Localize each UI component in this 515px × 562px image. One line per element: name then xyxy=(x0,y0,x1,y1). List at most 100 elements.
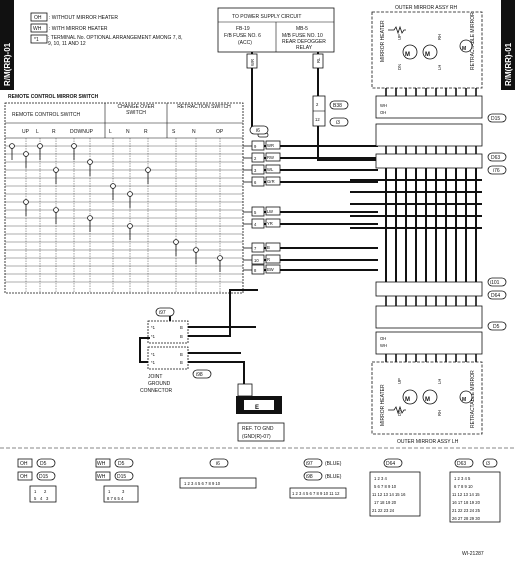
mirror-lh-title: OUTER MIRROR ASSY LH xyxy=(397,439,459,445)
switch-contact xyxy=(127,191,133,197)
switch-contact xyxy=(9,143,15,149)
switch-contact xyxy=(53,167,59,173)
cv-label-d63: D63 xyxy=(457,461,466,467)
wire-color-label: GrR xyxy=(267,179,275,184)
mirror-rh-title: OUTER MIRROR ASSY RH xyxy=(395,5,458,11)
svg-text:5: 5 xyxy=(34,496,37,501)
switch-col-header: UP xyxy=(86,129,94,135)
joint-ground: i97 *1 *1 *1 *1 B B B B JOINT GROUND CON… xyxy=(139,289,285,442)
switch-pin-number: 4 xyxy=(254,222,257,227)
ref-gnd-line2: (GND(R)-07) xyxy=(242,434,271,440)
wire-color-label: BW xyxy=(267,267,274,272)
legend-text-star: : TERMINAL No. OPTIONAL ARRANGEMENT AMON… xyxy=(48,35,183,47)
jg-wire-1: B xyxy=(180,325,183,330)
svg-text:21 22 23 24 25: 21 22 23 24 25 xyxy=(452,508,481,513)
i6-label: i6 xyxy=(256,128,260,134)
fuse-b-head: MB-5 xyxy=(296,26,308,32)
wire-color-box xyxy=(265,176,281,186)
cv-label-d64: D64 xyxy=(386,461,395,467)
switch-col-header: DOWN xyxy=(70,129,86,135)
svg-text:RL: RL xyxy=(316,57,321,63)
switch-box-title: REMOTE CONTROL MIRROR SWITCH xyxy=(8,94,99,100)
switch-col-header: OP xyxy=(216,129,224,135)
wire-color-box xyxy=(265,206,281,216)
svg-text:3: 3 xyxy=(46,496,49,501)
legend-code-box xyxy=(30,23,48,33)
cv-label-i3: i3 xyxy=(486,461,490,467)
i97-label: i97 xyxy=(159,310,166,316)
rh-conn-i76: i76 xyxy=(493,168,500,174)
switch-col-header: S xyxy=(172,129,176,135)
legend-text-wh: : WITH MIRROR HEATER xyxy=(49,26,108,32)
joint-line1: JOINT xyxy=(148,374,162,380)
lh-label-rh: RH xyxy=(437,410,442,416)
lh-conn-d64: D64 xyxy=(491,293,500,299)
switch-col-header: N xyxy=(126,129,130,135)
switch-contact xyxy=(110,183,116,189)
cv-prefix-wh: WH xyxy=(97,461,106,467)
switch-pin-number: 10 xyxy=(254,258,259,263)
svg-text:11 12 13 14 15: 11 12 13 14 15 xyxy=(452,492,480,497)
switch-contact xyxy=(173,239,179,245)
rh-conn-d15: D15 xyxy=(491,116,500,122)
svg-text:21 22 23 24: 21 22 23 24 xyxy=(372,508,395,513)
switch-contact xyxy=(217,255,223,261)
jg-pin-3: *1 xyxy=(151,352,156,357)
cv-label-d15: D15 xyxy=(39,474,48,480)
svg-text:WH: WH xyxy=(380,343,387,348)
svg-text:M: M xyxy=(425,397,430,403)
switch-col-header: L xyxy=(109,129,112,135)
svg-text:WH: WH xyxy=(380,103,387,108)
wire-color-label: YR xyxy=(267,221,273,226)
b38-pin-b: 12 xyxy=(315,117,320,122)
switch-col-header: R xyxy=(144,129,148,135)
mirror-rh-heater: MIRROR HEATER xyxy=(380,20,386,62)
switch-pin-number: 9 xyxy=(254,144,257,149)
mirror-rh-retract: RETRACTABLE MIRROR xyxy=(470,12,476,70)
legend-text-star-wrap: : TERMINAL No. OPTIONAL ARRANGEMENT AMON… xyxy=(48,35,183,47)
side-tab-right: R/M(RR)-01 xyxy=(501,0,515,90)
svg-text:M: M xyxy=(425,52,430,58)
rh-label-lh: LH xyxy=(437,65,442,70)
fuse-a-head: FB-19 xyxy=(236,26,250,32)
svg-text:OH: OH xyxy=(380,110,386,115)
switch-pin-number: 3 xyxy=(254,168,257,173)
switch-contact xyxy=(23,199,29,205)
switch-contact xyxy=(127,223,133,229)
switch-contact xyxy=(87,215,93,221)
wire-color-box xyxy=(265,218,281,228)
wire-color-label: R xyxy=(267,257,270,262)
wire-color-label: RW xyxy=(267,155,274,160)
switch-contact xyxy=(193,247,199,253)
svg-text:26 27 28 29 30: 26 27 28 29 30 xyxy=(452,516,481,521)
lh-label-up: UP xyxy=(397,378,402,384)
switch-contact xyxy=(87,159,93,165)
mirror-lh: OUTER MIRROR ASSY LH MIRROR HEATER RETRA… xyxy=(371,361,483,445)
svg-text:WR: WR xyxy=(250,59,255,66)
fuse-a-line2: (ACC) xyxy=(238,40,252,46)
cv-label-d5: D5 xyxy=(118,461,125,467)
mirror-lh-heater: MIRROR HEATER xyxy=(380,384,386,426)
lh-conn-i101: i101 xyxy=(490,280,500,286)
svg-text:6 7 8 9 10: 6 7 8 9 10 xyxy=(454,484,473,489)
svg-text:M: M xyxy=(405,52,410,58)
wire-color-label: WL xyxy=(267,167,274,172)
svg-text:M: M xyxy=(405,397,410,403)
wire-color-box xyxy=(265,152,281,162)
rh-label-dn: DN xyxy=(397,64,402,70)
switch-pin-number: 2 xyxy=(254,156,257,161)
cv-label-i98: i98 xyxy=(306,474,313,480)
jg-pin-2: *1 xyxy=(151,334,156,339)
svg-text:M: M xyxy=(462,46,466,52)
svg-text:16 17 18 19 20: 16 17 18 19 20 xyxy=(452,500,481,505)
legend-code-box xyxy=(30,12,48,22)
doc-id: WI-21287 xyxy=(462,551,484,557)
rh-label-rh: RH xyxy=(437,34,442,40)
mirror-lh-retract: RETRACTABLE MIRROR xyxy=(470,370,476,428)
fuse-b-line1: M/B FUSE NO. 10 xyxy=(282,33,323,39)
lh-label-dn: DN xyxy=(397,410,402,416)
legend-code-oh: OH xyxy=(34,15,42,21)
